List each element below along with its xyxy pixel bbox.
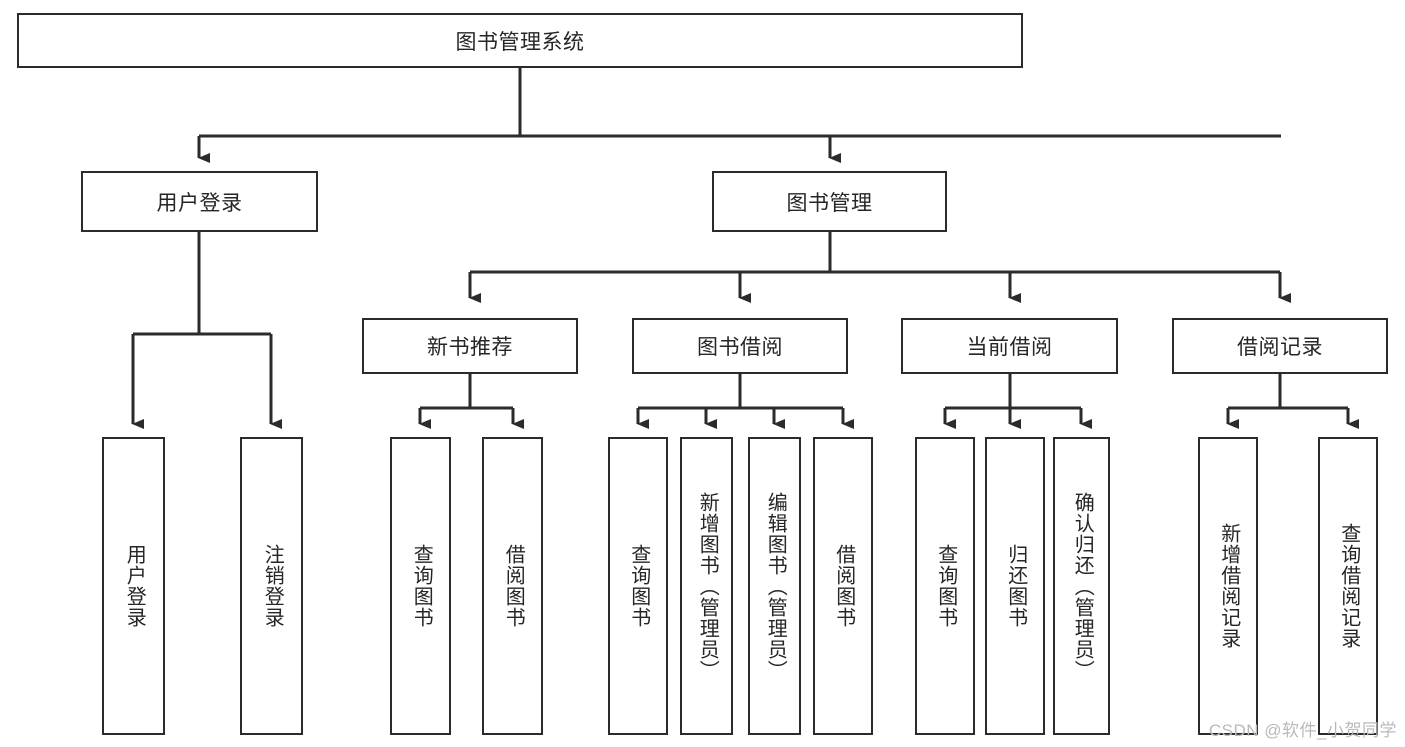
node-user-login[interactable]: 用户登录 [81,171,318,232]
node-label: 图书管理 [786,191,873,215]
leaf-borrow-books-recommendation[interactable]: 借阅图书 [482,437,543,735]
node-label: 注销登录 [261,544,284,628]
leaf-user-login[interactable]: 用户登录 [102,437,165,735]
node-label: 编辑图书（管理员） [764,491,787,681]
node-label: 确认归还（管理员） [1071,491,1094,681]
node-label: 查询图书 [934,544,957,628]
leaf-add-borrowing-record[interactable]: 新增借阅记录 [1198,437,1258,735]
leaf-query-books-current[interactable]: 查询图书 [915,437,975,735]
leaf-edit-book-admin[interactable]: 编辑图书（管理员） [748,437,801,735]
node-label: 新增借阅记录 [1217,523,1240,649]
node-label: 借阅图书 [832,544,855,628]
node-label: 当前借阅 [966,336,1053,359]
node-label: 新增图书（管理员） [696,491,719,681]
leaf-query-books-recommendation[interactable]: 查询图书 [390,437,451,735]
node-label: 用户登录 [123,544,146,628]
node-label: 借阅图书 [502,544,525,628]
watermark: CSDN @软件_小贺同学 [1208,721,1397,740]
node-label: 查询图书 [627,544,650,628]
node-borrowing-records[interactable]: 借阅记录 [1172,318,1388,374]
node-book-management[interactable]: 图书管理 [712,171,947,232]
node-label: 查询借阅记录 [1337,523,1360,649]
node-label: 借阅记录 [1237,336,1323,359]
leaf-logout[interactable]: 注销登录 [240,437,303,735]
node-label: 用户登录 [156,191,243,215]
leaf-return-books[interactable]: 归还图书 [985,437,1045,735]
node-current-borrowing[interactable]: 当前借阅 [901,318,1118,374]
node-root-book-management-system[interactable]: 图书管理系统 [17,13,1023,68]
leaf-query-books-borrowing[interactable]: 查询图书 [608,437,668,735]
node-label: 新书推荐 [427,336,513,359]
node-label: 图书管理系统 [455,30,585,54]
leaf-confirm-return-admin[interactable]: 确认归还（管理员） [1053,437,1110,735]
leaf-borrow-books-borrowing[interactable]: 借阅图书 [813,437,873,735]
node-label: 归还图书 [1004,544,1027,628]
leaf-query-borrowing-record[interactable]: 查询借阅记录 [1318,437,1378,735]
leaf-add-book-admin[interactable]: 新增图书（管理员） [680,437,733,735]
node-book-borrowing[interactable]: 图书借阅 [632,318,848,374]
node-label: 查询图书 [410,544,433,628]
node-label: 图书借阅 [697,336,783,359]
node-new-book-recommendation[interactable]: 新书推荐 [362,318,578,374]
